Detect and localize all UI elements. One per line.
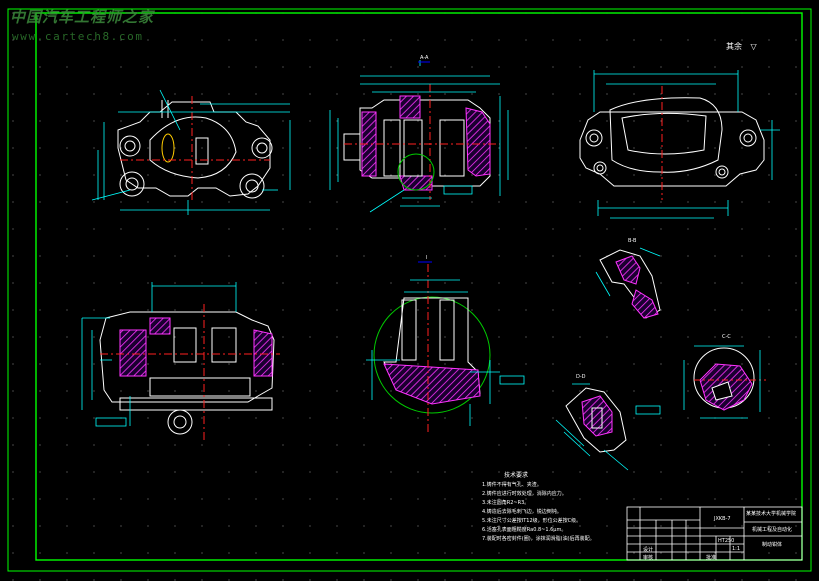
section-label-a: A-A	[420, 55, 429, 61]
tech-req-item: 6.活塞孔表面粗糙度Ra0.8~1.6μm。	[482, 527, 567, 533]
tech-req-item: 1.铸件不得有气孔、夹渣。	[482, 482, 542, 488]
scale: 1:1	[732, 546, 741, 552]
approver-label: 批准	[706, 555, 717, 561]
bottom-left-section-view[interactable]	[81, 282, 280, 440]
section-label-b: B-B	[628, 238, 637, 244]
section-d-d[interactable]	[555, 383, 661, 471]
section-label-d: D-D	[576, 374, 586, 380]
front-view[interactable]	[91, 89, 291, 215]
tech-req-item: 7.装配时各密封件(圈)，涂抹润滑脂(油)后再装配。	[482, 536, 595, 542]
title-block-frame	[626, 506, 803, 561]
surface-finish-mark: 其余 ▽	[726, 41, 757, 52]
side-view[interactable]	[579, 70, 780, 219]
outer-frame	[7, 8, 812, 572]
designer-label: 设计	[643, 547, 654, 553]
tech-req-item: 2.铸件应进行时效处理，消除内应力。	[482, 491, 567, 497]
top-section-view[interactable]	[329, 60, 509, 213]
watermark-url: www.cartech8.com	[12, 30, 144, 43]
department-name: 机械工程及自动化	[752, 527, 793, 533]
roughness-symbol-icon: ▽	[750, 42, 757, 51]
section-b-b[interactable]	[595, 247, 661, 319]
tech-req-title: 技术要求	[504, 472, 529, 479]
drawing-number: JXKB-7	[714, 516, 731, 522]
tech-req-item: 5.未注尺寸公差按IT12级，形位公差按C级。	[482, 518, 582, 524]
part-name: 制动钳体	[762, 542, 783, 548]
checker-label: 审核	[643, 555, 654, 561]
material: HT250	[718, 538, 735, 544]
section-label-i: I	[426, 255, 428, 261]
school-name: 某某技术大学机械学院	[746, 511, 797, 517]
detail-view-i[interactable]	[366, 261, 525, 432]
technical-requirements: 技术要求 1.铸件不得有气孔、夹渣。 2.铸件应进行时效处理，消除内应力。 3.…	[482, 470, 622, 544]
watermark-title: 中国汽车工程师之家	[10, 8, 155, 26]
tech-req-item: 4.铸造后去除毛刺飞边，锐边倒钝。	[482, 509, 562, 515]
section-c-c[interactable]	[683, 345, 766, 419]
section-label-c: C-C	[722, 334, 731, 340]
inner-frame	[35, 12, 803, 561]
surface-finish-label: 其余	[726, 42, 742, 51]
tech-req-item: 3.未注圆角R2~R3。	[482, 500, 530, 506]
